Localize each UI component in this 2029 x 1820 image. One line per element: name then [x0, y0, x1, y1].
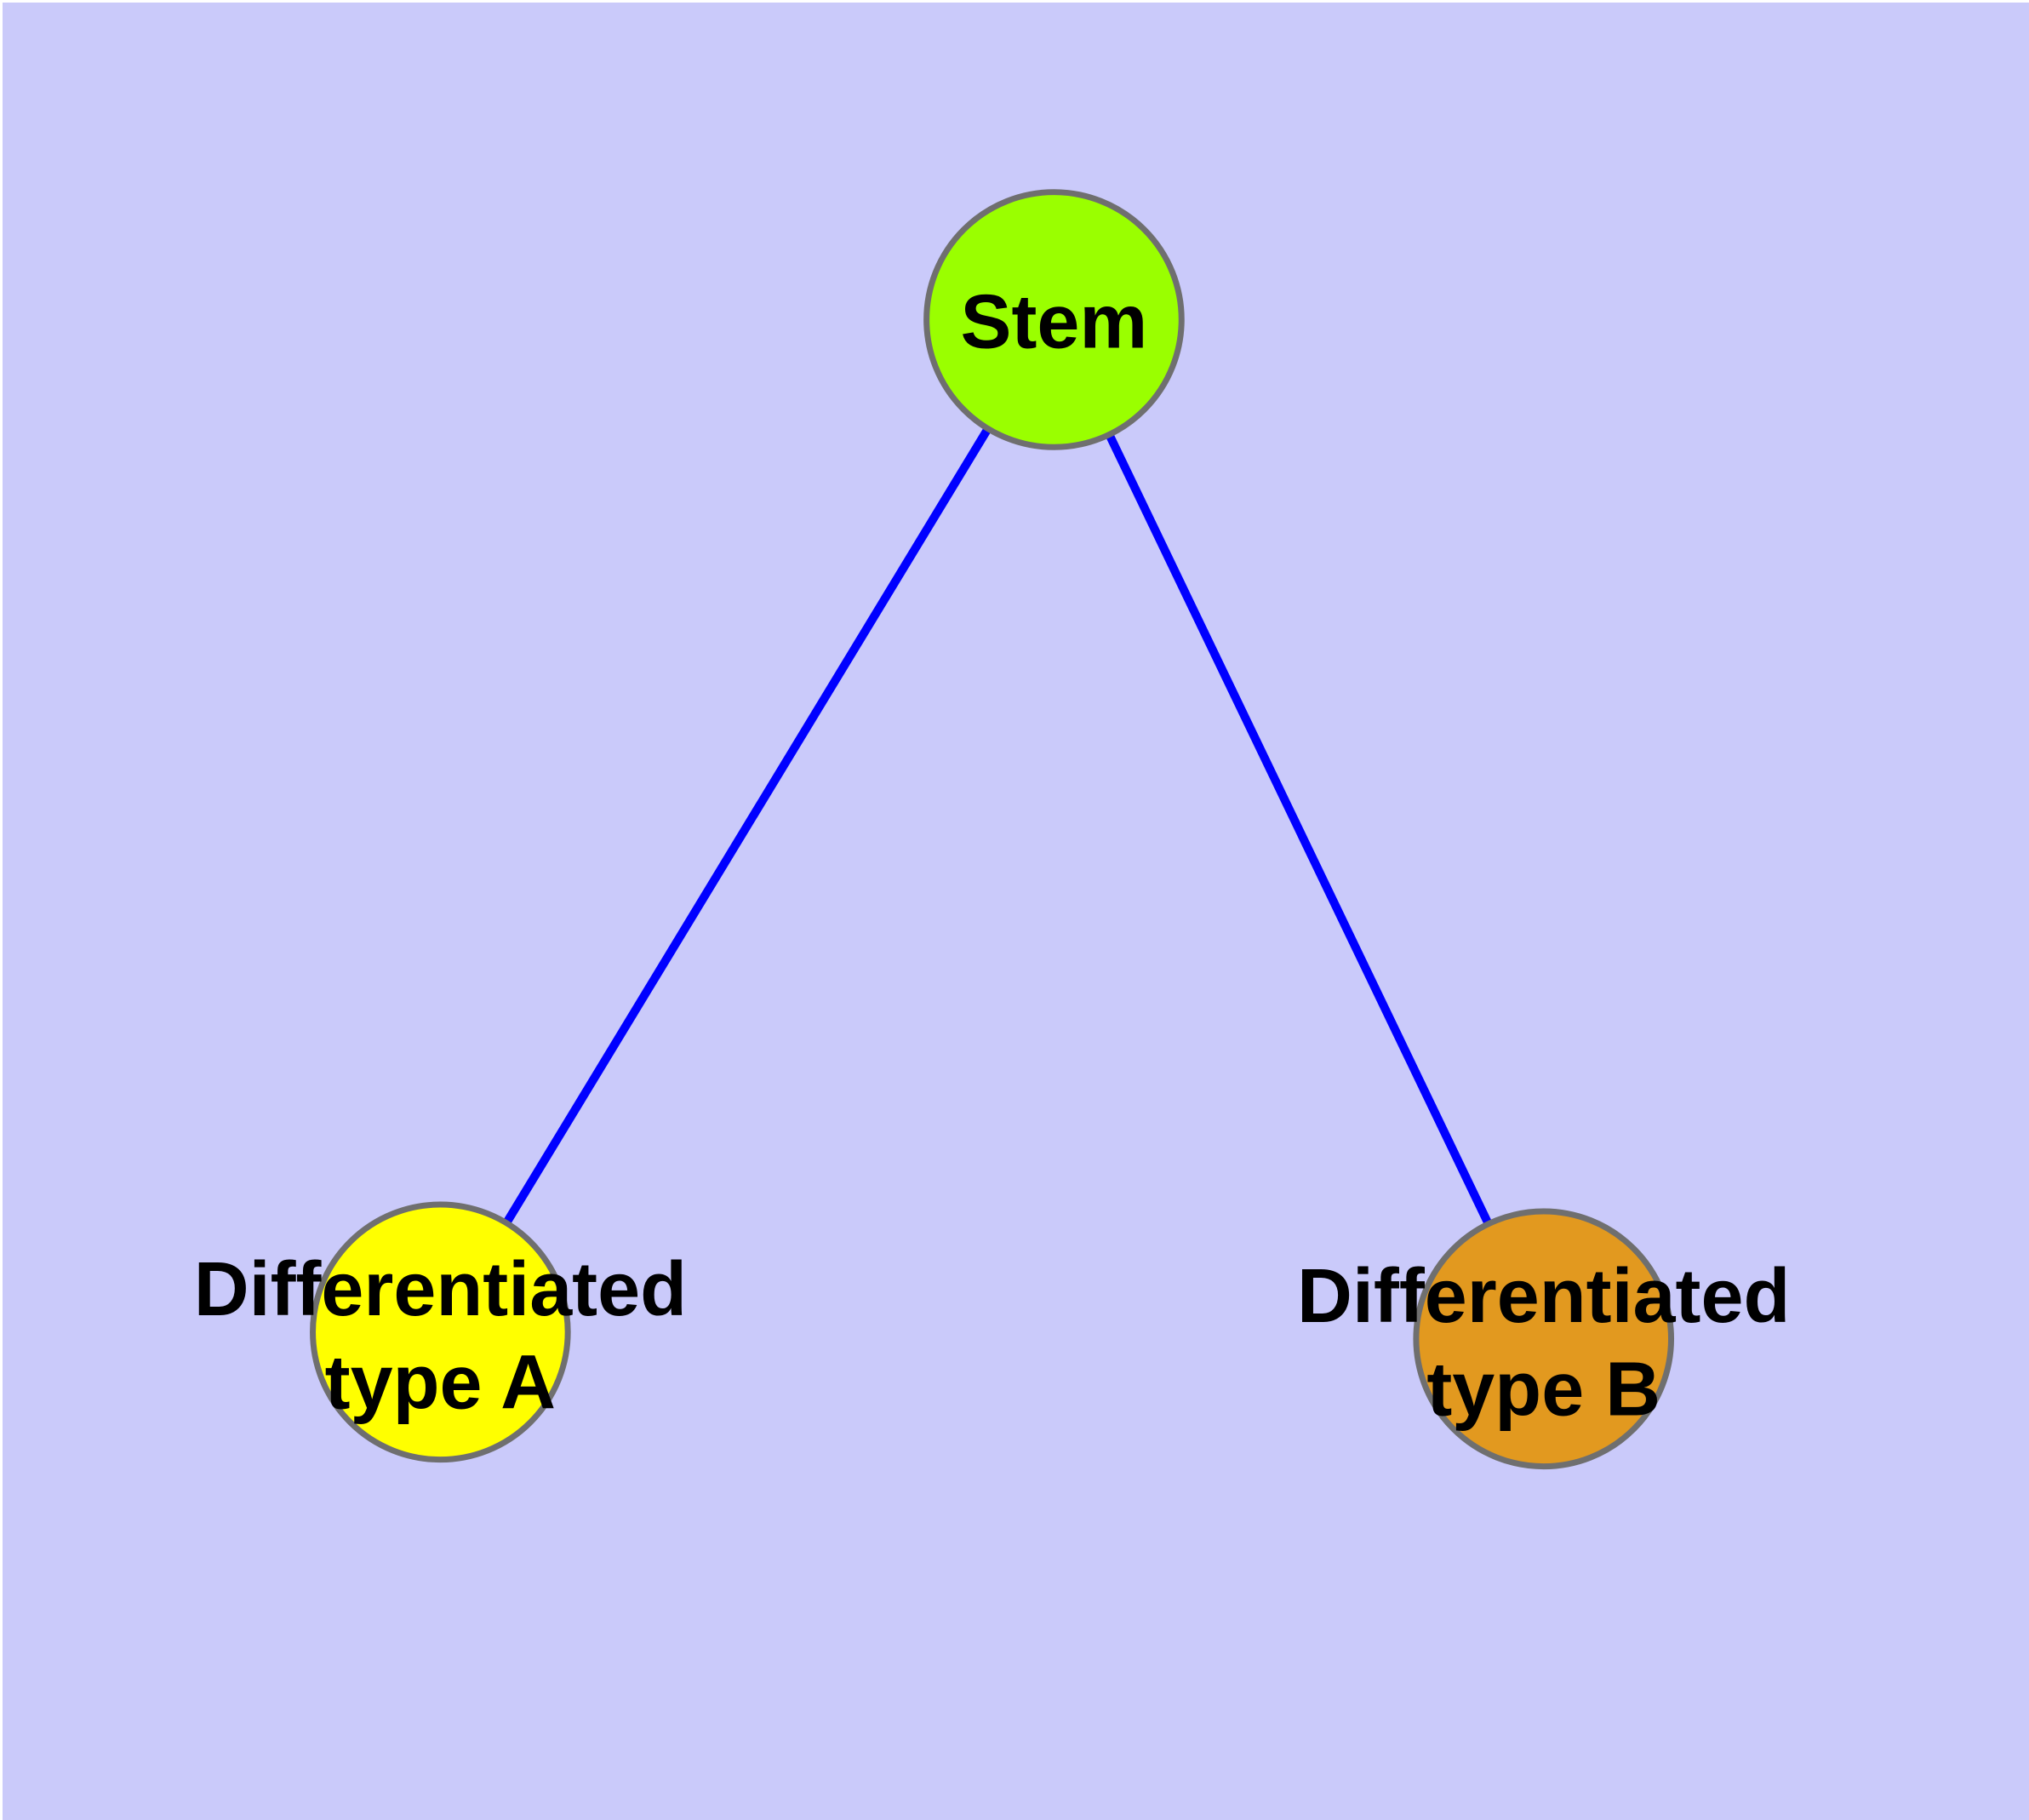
type-a-node-label-line1: Differentiated [194, 1247, 687, 1332]
node-differentiated-type-a: Differentiated type A [194, 1201, 687, 1463]
type-b-node-label-line1: Differentiated [1297, 1254, 1790, 1339]
node-differentiated-type-b: Differentiated type B [1297, 1208, 1790, 1470]
diagram-canvas: Stem Differentiated type A Differentiate… [3, 3, 2029, 1820]
type-b-node-circle [1413, 1208, 1675, 1470]
edge-stem-to-type-b [1049, 318, 1548, 1341]
type-b-node-label-line2: type B [1426, 1348, 1660, 1433]
type-a-node-label-line2: type A [325, 1341, 556, 1426]
edge-stem-to-type-a [437, 317, 1058, 1335]
cell-differentiation-diagram: Stem Differentiated type A Differentiate… [3, 3, 2029, 1820]
stem-node-label: Stem [961, 279, 1148, 364]
node-stem: Stem [923, 189, 1185, 450]
type-a-node-circle [310, 1201, 571, 1463]
stem-node-circle [923, 189, 1185, 450]
